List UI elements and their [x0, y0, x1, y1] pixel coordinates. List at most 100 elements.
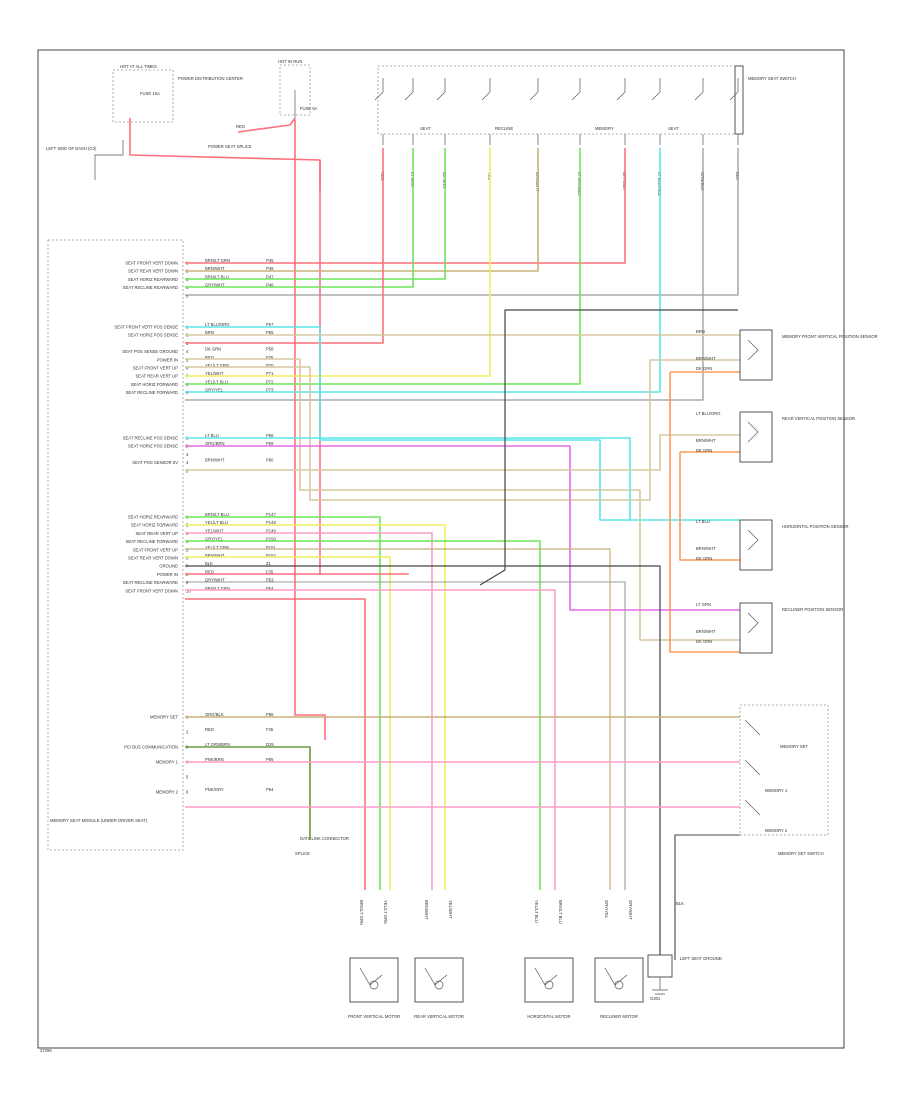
svg-text:SEAT: SEAT: [668, 126, 679, 131]
motor-title: HORIZONTAL MOTOR: [527, 1014, 570, 1019]
wire-color-label: BRN/LT GRN: [205, 586, 230, 591]
wire: [185, 148, 539, 272]
pin-number: 4: [186, 460, 189, 465]
motor-wire-label: BRN/WHT: [424, 900, 429, 920]
pin-function-label: SEAT REAR VERT DOWN: [128, 269, 178, 274]
wire: [185, 148, 491, 377]
circuit-label: P45: [266, 258, 274, 263]
wire: [185, 573, 409, 575]
pin-function-label: SEAT RECLINE REARWARD: [123, 580, 178, 585]
sensor-wire-label: DK GRN: [696, 448, 712, 453]
wire: [185, 434, 740, 471]
pin-number: 9: [186, 580, 189, 585]
circuit-label: P95: [266, 757, 274, 762]
wire: [185, 746, 311, 840]
wire-color-label: GRY/WHT: [205, 283, 225, 288]
sensor-wire-label: BRN/WHT: [696, 356, 716, 361]
pin-function-label: MEMORY 1: [156, 760, 179, 765]
circuit-label: F35: [266, 355, 274, 360]
wire: [185, 358, 740, 641]
wire-color-label: PNK/BRN: [205, 757, 224, 762]
circuit-label: P150: [266, 537, 276, 542]
diagram-frame: [37, 49, 845, 1049]
wire-color-label: LT BLU: [205, 433, 219, 438]
wire-color-label: LT BLU/ORG: [205, 322, 230, 327]
circuit-label: F35: [266, 569, 274, 574]
circuit-label: P58: [266, 347, 274, 352]
svg-text:LEFT SIDE OF DASH (G2): LEFT SIDE OF DASH (G2): [46, 146, 97, 151]
motor-wire-label: GRY/YEL: [604, 900, 609, 919]
wire-color-label: RED: [205, 727, 214, 732]
pin-number: 5: [186, 547, 189, 552]
wire: [185, 359, 740, 501]
circuit-label: P147: [266, 512, 276, 517]
wire-color-label: ORG/BRN: [205, 441, 225, 446]
wire: [185, 565, 661, 960]
pin-function-label: SEAT POS SENSE GROUND: [122, 349, 178, 354]
wire-color-label: BLK: [205, 561, 213, 566]
wire: [185, 148, 661, 393]
switch-contact-symbol: [571, 78, 581, 101]
wire: [185, 516, 381, 890]
motor-title: REAR VERTICAL MOTOR: [414, 1014, 464, 1019]
svg-text:FUSE 15A: FUSE 15A: [140, 91, 160, 96]
svg-text:MEMORY SET SWITCH: MEMORY SET SWITCH: [778, 851, 824, 856]
pin-function-label: SEAT HORIZ REARWARD: [128, 515, 178, 520]
pin-function-label: POWER IN: [157, 572, 178, 577]
wire: [129, 118, 321, 190]
wire: [185, 148, 446, 280]
motor-wire-label: BRN/LT BLU: [558, 900, 563, 924]
wire-color-label: ORG/BLK: [205, 712, 224, 717]
wire-color-label: BRN: [205, 330, 214, 335]
wire-color-label: PNK/GRY: [205, 787, 224, 792]
wire: [185, 148, 704, 401]
svg-text:FUSE 5A: FUSE 5A: [300, 106, 318, 111]
sensor-title: HORIZONTAL POSITION SENSOR: [782, 524, 849, 529]
memory-seat-switch-assembly: MEMORY SEAT SWITCH SEAT RECLINE MEMORY S…: [374, 65, 796, 196]
wire-color-label: BRN/LT GRN: [205, 258, 230, 263]
position-sensors: MEMORY FRONT VERTICAL POSITION SENSOR BRN…: [696, 329, 878, 654]
pin-function-label: MEMORY SET: [150, 715, 178, 720]
pin-number: 4: [186, 349, 189, 354]
switch-contact-symbol: [651, 78, 661, 101]
switch-contact-symbol: [481, 78, 491, 101]
pin-function-label: SEAT POS SENSOR 5V: [132, 460, 178, 465]
circuit-label: P72: [266, 379, 274, 384]
circuit-label: P48: [266, 283, 274, 288]
position-sensor: MEMORY FRONT VERTICAL POSITION SENSOR BRN…: [696, 329, 878, 381]
ground-symbol: [652, 977, 668, 995]
circuit-label: P46: [266, 266, 274, 271]
circuit-label: P73: [266, 388, 274, 393]
wire: [669, 371, 740, 653]
sensor-title: MEMORY FRONT VERTICAL POSITION SENSOR: [782, 334, 878, 339]
switch-contact-symbol: [374, 78, 384, 101]
motor-title: FRONT VERTICAL MOTOR: [348, 1014, 400, 1019]
circuit-label: P151: [266, 545, 276, 550]
switch-contact-symbol: [616, 78, 626, 101]
circuit-label: P57: [266, 322, 274, 327]
motor-wire-label: YEL/WHT: [448, 900, 453, 919]
wire-color-label: BRN/WHT: [205, 553, 225, 558]
ground-wire-label: BLK: [676, 901, 684, 906]
svg-text:MEMORY 1: MEMORY 1: [765, 788, 788, 793]
wire-color-label: BRN/WHT: [205, 266, 225, 271]
switch-contact-symbol: [729, 78, 739, 101]
switch-contact-symbol: [436, 78, 446, 101]
motor-wire-label: GRY/WHT: [628, 900, 633, 920]
module-pin-row: 5: [186, 775, 189, 780]
